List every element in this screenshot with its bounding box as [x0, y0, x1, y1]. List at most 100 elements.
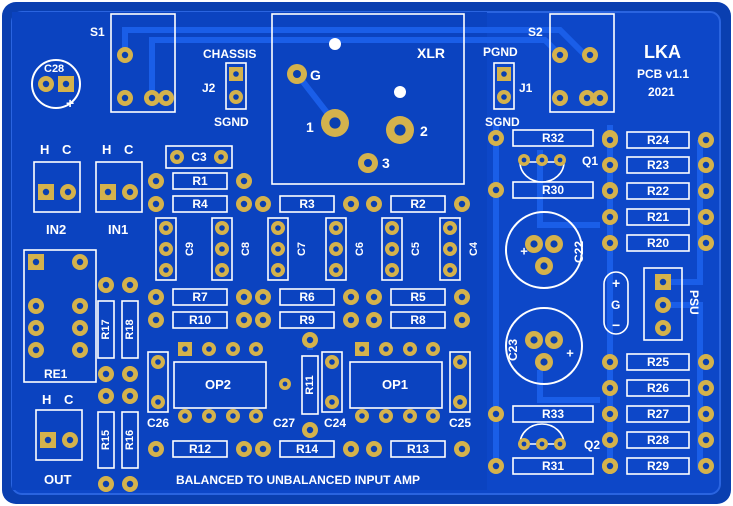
capacitor-c28-pad-b-hole — [62, 80, 70, 88]
resistor-r28-pad-b-hole — [702, 436, 710, 444]
resistor-r33-pad-a-hole — [492, 410, 500, 418]
resistor-r9-pad-a-hole — [259, 316, 267, 324]
label-sgnd-left: SGND — [214, 115, 249, 129]
resistor-r11-pad-a-hole — [306, 336, 314, 344]
capacitor-c25-label: C25 — [449, 416, 471, 430]
relay-re1-pad-6-hole — [76, 324, 84, 332]
label-q2: Q2 — [584, 438, 600, 452]
resistor-r10-body — [172, 311, 228, 329]
resistor-r23-body — [626, 156, 690, 174]
resistor-r23-label: R23 — [647, 158, 669, 172]
xlr-pad-g-hole — [293, 70, 301, 78]
resistor-r20-body — [626, 234, 690, 252]
resistor-r12-body — [172, 440, 228, 458]
resistor-r29-pad-b-hole — [702, 462, 710, 470]
switch-s2-pad-3-hole — [596, 94, 604, 102]
label-s1: S1 — [90, 25, 105, 39]
resistor-r27-label: R27 — [647, 407, 669, 421]
label-c28: C28 — [44, 63, 64, 75]
capacitor-c9-pad-a-hole — [163, 225, 169, 231]
resistor-r21-body — [626, 208, 690, 226]
capacitor-c5-pad-a-hole — [389, 225, 395, 231]
resistor-r6-label: R6 — [299, 290, 315, 304]
resistor-r13-label: R13 — [407, 442, 429, 456]
capacitor-c5-body — [381, 217, 403, 281]
capacitor-c9-pad-m-hole — [163, 246, 169, 252]
resistor-r5-label: R5 — [410, 290, 426, 304]
capacitor-c25-body — [449, 351, 471, 413]
resistor-r15-pad-b-hole — [102, 480, 110, 488]
capacitor-c5-label: C5 — [410, 242, 422, 256]
capacitor-c4-pad-b-hole — [447, 267, 453, 273]
resistor-r6-pad-a-hole — [259, 293, 267, 301]
resistor-r31-label: R31 — [542, 459, 564, 473]
label-psu-plus: + — [612, 275, 620, 291]
header-in1-pad-h-hole — [104, 188, 112, 196]
resistor-r12-pad-b-hole — [240, 445, 248, 453]
resistor-r3-label: R3 — [299, 197, 315, 211]
resistor-r10-pad-a-hole — [152, 316, 160, 324]
label-psu-g: G — [611, 298, 620, 312]
jumper-j1-outline — [493, 62, 515, 110]
resistor-r12-pad-a-hole — [152, 445, 160, 453]
xlr-pad-3-hole — [364, 159, 372, 167]
switch-s2-pad-1-hole — [556, 94, 564, 102]
label-in2-c: C — [62, 142, 72, 157]
resistor-r3-pad-b-hole — [347, 200, 355, 208]
opamp-op1-outline — [349, 361, 443, 409]
switch-s1-outline — [110, 13, 176, 113]
resistor-r22-body — [626, 182, 690, 200]
resistor-r25-pad-a-hole — [606, 358, 614, 366]
opamp-op2-outline — [173, 361, 267, 409]
capacitor-c22-pad-a-hole — [530, 240, 538, 248]
resistor-r5-pad-b-hole — [458, 293, 466, 301]
resistor-r29-pad-a-hole — [606, 462, 614, 470]
capacitor-c3-body — [165, 145, 233, 169]
resistor-r14-label: R14 — [296, 442, 318, 456]
jumper-j2-pad-b-hole — [233, 94, 239, 100]
resistor-r7-pad-b-hole — [240, 293, 248, 301]
resistor-r11-pad-b-hole — [306, 426, 314, 434]
opamp-op2-bottom-pad-2-hole — [230, 413, 236, 419]
resistor-r24-pad-b-hole — [702, 136, 710, 144]
capacitor-c6-pad-a-hole — [333, 225, 339, 231]
opamp-op2-top-pad-3-hole — [253, 346, 259, 352]
board-version: PCB v1.1 — [637, 67, 689, 81]
resistor-r24-pad-a-hole — [606, 136, 614, 144]
resistor-r27-pad-a-hole — [606, 410, 614, 418]
resistor-r25-pad-b-hole — [702, 358, 710, 366]
xlr-mount-hole-b — [394, 86, 406, 98]
resistor-r1-label: R1 — [192, 174, 208, 188]
resistor-r9-body — [279, 311, 335, 329]
label-in1-h: H — [102, 142, 111, 157]
capacitor-c22-pad-c-hole — [540, 262, 548, 270]
resistor-r22-label: R22 — [647, 184, 669, 198]
capacitor-c22-outline — [505, 211, 583, 289]
transistor-q2-outline — [519, 423, 565, 445]
capacitor-c4-body — [439, 217, 461, 281]
resistor-r30-label: R30 — [542, 183, 564, 197]
capacitor-c22-label: C22 — [572, 241, 586, 263]
resistor-r18-pad-a-hole — [126, 281, 134, 289]
resistor-r29-body — [626, 457, 690, 475]
psu-polarity-outline — [603, 271, 629, 335]
switch-s2-pad-0-hole — [556, 51, 564, 59]
transistor-q2-pad-c-hole — [557, 441, 563, 447]
resistor-r7-label: R7 — [192, 290, 208, 304]
label-out-h: H — [42, 392, 51, 407]
jumper-j2-outline — [225, 62, 247, 110]
capacitor-c24-label: C24 — [324, 416, 346, 430]
resistor-r25-label: R25 — [647, 355, 669, 369]
capacitor-c8-label: C8 — [240, 242, 252, 256]
opamp-op2-bottom-pad-1-hole — [206, 413, 212, 419]
relay-re1-pad-4-hole — [76, 258, 84, 266]
resistor-r23-pad-b-hole — [702, 161, 710, 169]
capacitor-c9-pad-b-hole — [163, 267, 169, 273]
opamp-op1-bottom-pad-2-hole — [407, 413, 413, 419]
opamp-op1-bottom-pad-1-hole — [383, 413, 389, 419]
resistor-r10-pad-b-hole — [240, 316, 248, 324]
label-q1: Q1 — [582, 154, 598, 168]
transistor-q1-outline — [519, 161, 565, 183]
resistor-r22-pad-a-hole — [606, 187, 614, 195]
